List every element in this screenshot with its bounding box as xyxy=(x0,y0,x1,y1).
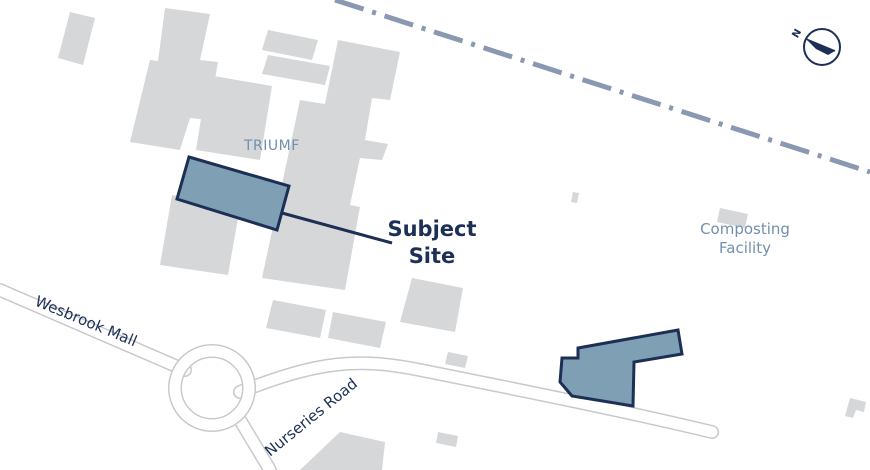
wesbrook-mall-road xyxy=(0,283,192,377)
building xyxy=(717,208,748,228)
highlighted-parcel xyxy=(558,328,684,408)
building xyxy=(262,40,400,290)
subject-site-label-line1: Subject xyxy=(387,217,476,241)
building xyxy=(571,192,579,203)
building xyxy=(160,195,240,275)
building xyxy=(196,75,272,160)
building xyxy=(400,278,463,332)
building xyxy=(436,432,458,447)
rail-line xyxy=(334,0,870,175)
composting-facility-label-line1: Composting xyxy=(700,220,790,238)
north-arrow-icon: N xyxy=(790,27,841,66)
roads xyxy=(0,283,719,470)
subject-site-parcel xyxy=(175,155,291,232)
road-south xyxy=(233,413,277,470)
north-letter: N xyxy=(790,27,804,40)
building xyxy=(262,30,318,60)
building xyxy=(300,432,385,470)
composting-facility-label-line2: Facility xyxy=(719,239,771,257)
nurseries-road xyxy=(233,356,719,439)
roundabout xyxy=(168,344,256,432)
wesbrook-mall-label: Wesbrook Mall xyxy=(32,292,139,350)
triumf-label: TRIUMF xyxy=(243,138,300,154)
subject-site-label-line2: Site xyxy=(409,244,456,268)
building xyxy=(328,312,386,348)
building xyxy=(130,8,218,150)
building xyxy=(266,300,326,338)
building xyxy=(58,12,95,65)
building xyxy=(845,398,866,418)
building xyxy=(445,352,468,368)
buildings xyxy=(58,8,866,470)
building xyxy=(262,55,330,85)
subject-site-leader xyxy=(281,211,393,245)
